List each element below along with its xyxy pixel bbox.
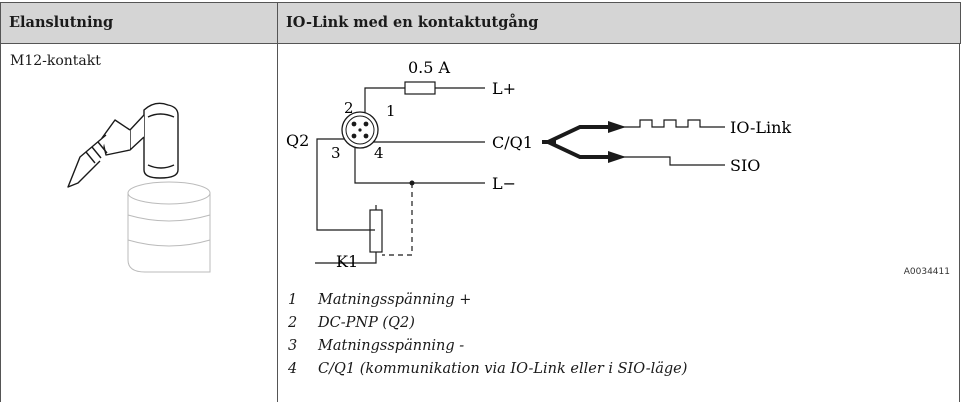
header-cell-connection: Elanslutning — [0, 2, 277, 44]
pin2-label: 2 — [344, 99, 354, 117]
table-border-right — [959, 43, 960, 402]
sio-label: SIO — [730, 156, 760, 175]
wiring-diagram: 0.5 A L+ C/Q1 L− Q2 K1 IO-Link SIO 2 1 3… — [286, 58, 791, 271]
io-link-label: IO-Link — [730, 118, 791, 137]
table-border-middle — [277, 43, 278, 402]
k1-label: K1 — [336, 252, 358, 271]
connector-label: M12-kontakt — [10, 53, 101, 69]
header-cell-io-link: IO-Link med en kontaktutgång — [277, 2, 961, 44]
cq1-label: C/Q1 — [492, 133, 533, 152]
l-plus-label: L+ — [492, 79, 516, 98]
pin4-label: 4 — [374, 144, 384, 162]
header-io-link: IO-Link med en kontaktutgång — [286, 14, 539, 31]
l-minus-label: L− — [492, 174, 516, 193]
q2-label: Q2 — [286, 131, 309, 150]
fuse-label: 0.5 A — [408, 58, 451, 77]
pin3-label: 3 — [331, 144, 341, 162]
pin1-label: 1 — [386, 102, 396, 120]
header-elanslutning: Elanslutning — [9, 14, 114, 31]
table-border-left — [0, 43, 1, 402]
m12-connector-illustration — [67, 102, 211, 273]
figure-code: A0034411 — [903, 267, 950, 277]
